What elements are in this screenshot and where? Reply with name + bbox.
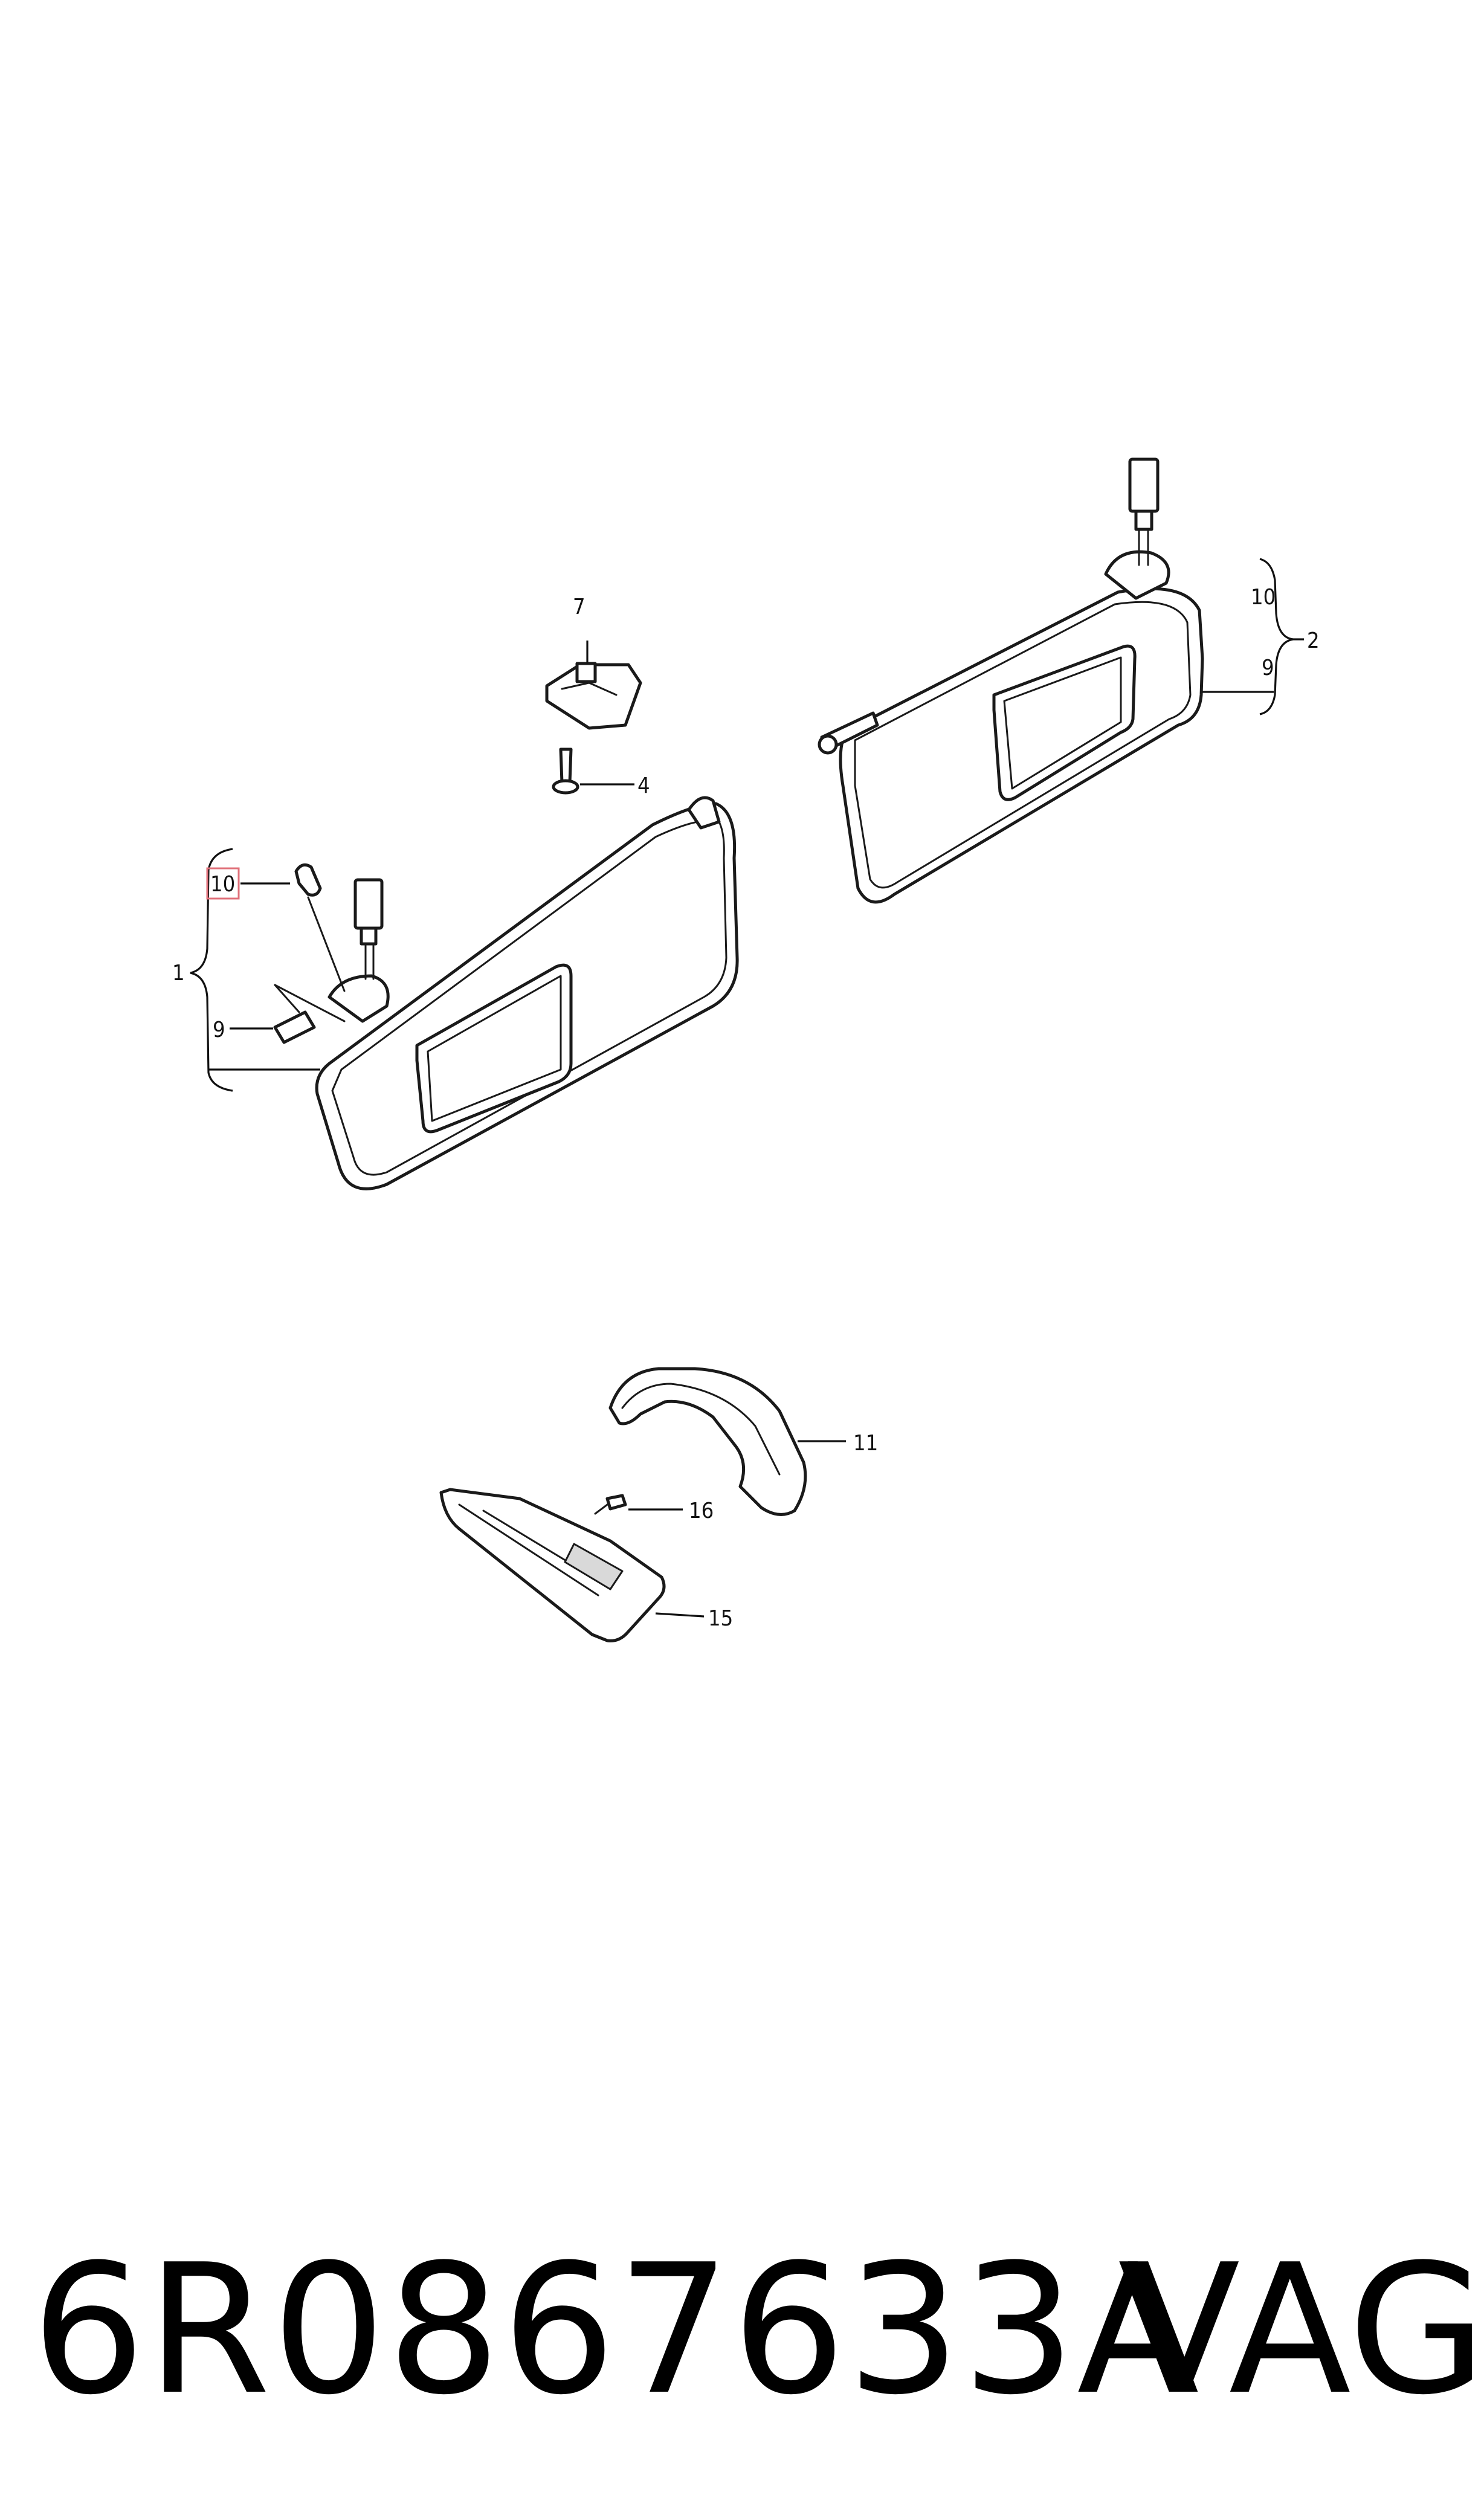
callout-7: 7 [573, 595, 586, 619]
part-15-bracket: 15 [439, 1488, 733, 1642]
callout-4: 4 [637, 773, 650, 798]
right-assembly-callouts: 2 10 9 [1202, 558, 1320, 715]
callout-10-right: 10 [1251, 585, 1276, 610]
callout-2: 2 [1307, 628, 1320, 653]
part-11-grab-handle: 11 [608, 1367, 878, 1516]
brand-label: VAG [1118, 2226, 1484, 2434]
part-10-clip [294, 863, 346, 992]
part-4-screw: 4 [552, 747, 650, 798]
part-16-screw: 16 [594, 1494, 714, 1523]
callout-9-right: 9 [1262, 656, 1274, 680]
left-assembly-callouts: 1 10 9 [172, 848, 320, 1092]
callout-15: 15 [708, 1606, 733, 1631]
callout-10-left: 10 [210, 872, 235, 897]
left-sun-visor [315, 796, 739, 1190]
callout-16: 16 [689, 1499, 714, 1523]
callout-10-highlight-box [206, 867, 240, 900]
part-9-clip [273, 984, 346, 1044]
callout-1: 1 [172, 961, 185, 986]
callout-9-left: 9 [213, 1018, 225, 1042]
right-sun-visor [818, 457, 1204, 904]
part-number-label: 6R0867633A [31, 2226, 1201, 2434]
callout-11: 11 [853, 1431, 878, 1456]
part-7-clip-holder: 7 [545, 595, 642, 730]
